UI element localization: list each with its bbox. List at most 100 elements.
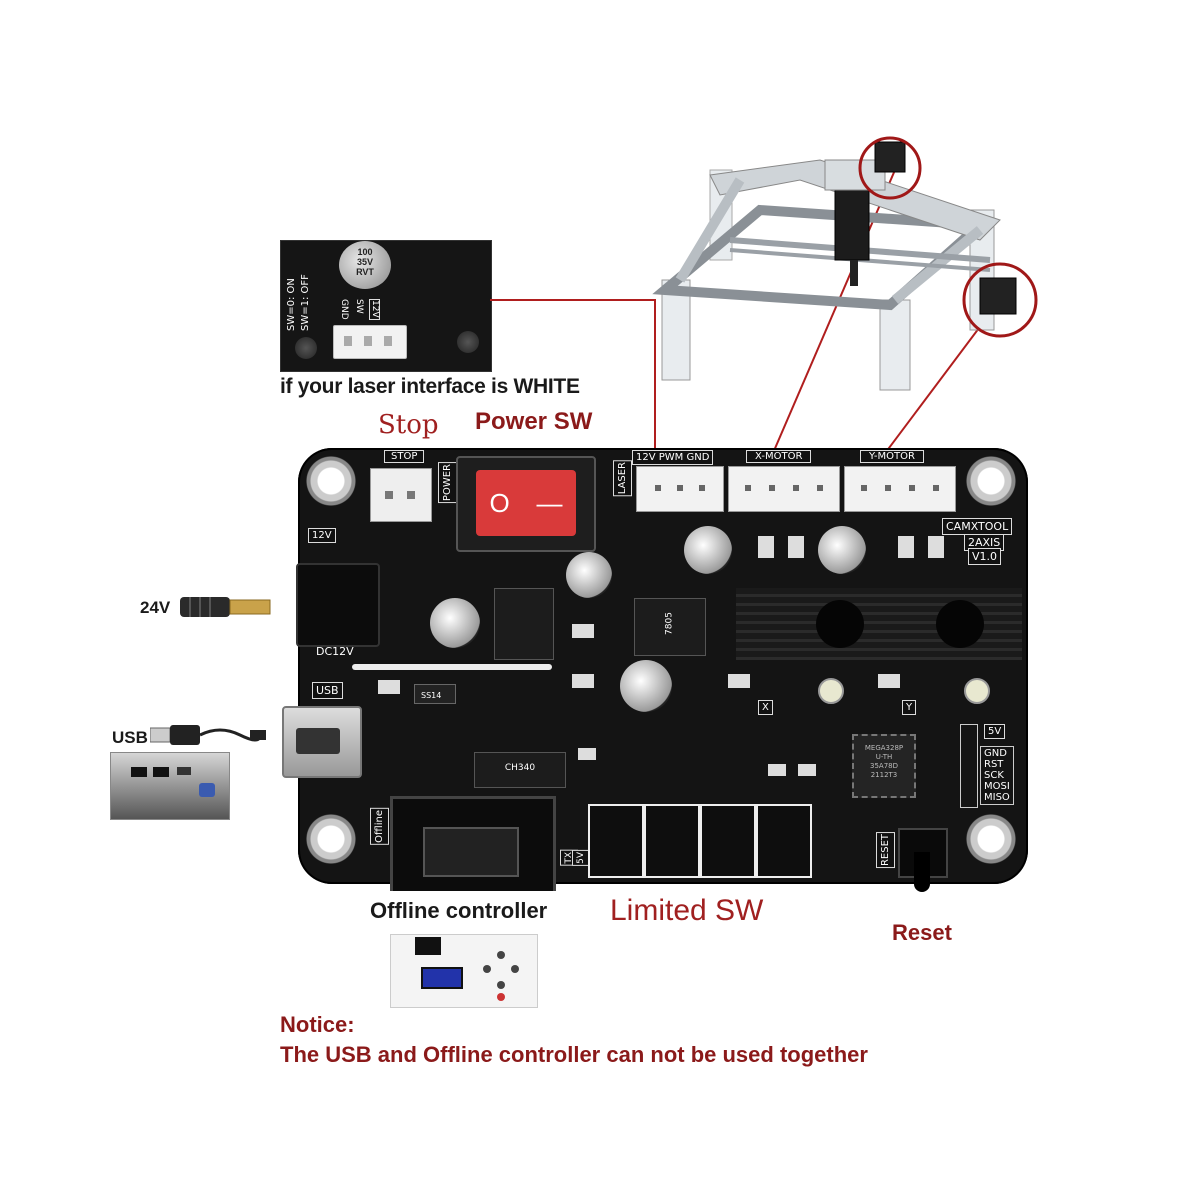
heatsink <box>736 588 1022 660</box>
mcu-chip: MEGA328P U-TH 35A78D 2112T3 <box>852 734 916 798</box>
capacitor <box>566 552 612 598</box>
isp-mosi: MOSI <box>984 781 1010 792</box>
silk-usb: USB <box>312 682 343 699</box>
limit-switch-connector-2[interactable] <box>644 804 700 878</box>
laser-nozzle <box>850 260 858 286</box>
frame-rail-back <box>709 159 1001 241</box>
controller-button-icon <box>511 965 519 973</box>
smd-component <box>378 680 400 694</box>
isp-gnd: GND <box>984 748 1007 759</box>
silk-brand: CAMXTOOL <box>942 518 1013 535</box>
usb-chip: CH340 <box>474 752 566 788</box>
smd-component <box>878 674 900 688</box>
stop-connector[interactable] <box>370 468 432 522</box>
smd-component <box>572 674 594 688</box>
isp-header[interactable] <box>960 724 978 808</box>
smd-component <box>578 748 596 760</box>
silk-dc12v: DC12V <box>316 645 354 658</box>
isp-pin-labels: GND RST SCK MOSI MISO <box>980 746 1014 805</box>
machine-leg <box>879 299 911 391</box>
laser-head <box>834 179 870 261</box>
smd-component <box>928 536 944 558</box>
mcu-line1: MEGA328P <box>864 744 904 752</box>
x-trimpot[interactable] <box>818 678 844 704</box>
smd-component <box>798 764 816 776</box>
silk-laser-pins: 12V PWM GND <box>632 450 714 465</box>
controller-connector <box>415 937 441 955</box>
controller-button-icon <box>497 951 505 959</box>
mcu-line3: 35A78D <box>870 762 898 770</box>
isp-miso: MISO <box>984 792 1010 803</box>
limit-switch-connector-1[interactable] <box>588 804 644 878</box>
switch-off-symbol: — <box>536 487 563 518</box>
cap-line2: 35V <box>356 257 373 267</box>
silk-laser: LASER <box>613 460 632 497</box>
limit-switch-connector-3[interactable] <box>700 804 756 878</box>
dc-power-jack[interactable] <box>296 563 380 647</box>
switch-on-symbol: O <box>489 487 510 518</box>
silk-stop: STOP <box>384 450 425 463</box>
dc-plug-icon <box>180 597 271 617</box>
white-laser-connector <box>333 325 407 359</box>
power-switch[interactable]: O — <box>456 456 596 552</box>
capacitor <box>430 598 480 648</box>
smd-component <box>572 624 594 638</box>
usb-callout: USB <box>112 728 148 747</box>
smd-component <box>768 764 786 776</box>
laser-engraver-machine <box>652 136 1038 391</box>
silk-12v: 12V <box>308 528 336 543</box>
side-rail <box>675 177 745 283</box>
silk-x: X <box>758 700 773 715</box>
controller-board: STOP POWER O — LASER 12V PWM GND X-MOTOR… <box>282 448 1028 892</box>
mcu-line4: 2112T3 <box>870 771 898 779</box>
silk-power: POWER <box>438 462 457 504</box>
x-motor <box>874 141 906 173</box>
limited-sw-callout: Limited SW <box>610 894 764 927</box>
isp-sck: SCK <box>984 770 1004 781</box>
power-switch-rocker[interactable]: O — <box>476 470 576 536</box>
y-motor-connector[interactable] <box>844 466 956 512</box>
mounting-hole <box>306 456 356 506</box>
limit-switch-connector-4[interactable] <box>756 804 812 878</box>
voltage-regulator <box>494 588 554 660</box>
smd-component <box>728 674 750 688</box>
x-motor-connector[interactable] <box>728 466 840 512</box>
silk-axis: 2AXIS <box>964 534 1005 551</box>
mounting-hole <box>966 456 1016 506</box>
cap-line1: 100 <box>357 247 373 257</box>
power-sw-callout: Power SW <box>475 408 593 435</box>
controller-button-icon <box>497 993 505 1001</box>
y-motor-highlight <box>962 262 1038 338</box>
silk-isp-5v: 5V <box>984 724 1006 739</box>
laser-connector[interactable] <box>636 466 724 512</box>
silk-reset: RESET <box>876 832 895 869</box>
pin-gnd: GND <box>339 299 349 320</box>
input-24v-callout: 24V <box>140 598 171 617</box>
y-motor <box>979 277 1017 315</box>
silk-offline: Offline <box>370 808 389 845</box>
notice-title: Notice: <box>280 1012 355 1037</box>
smd-component <box>758 536 774 558</box>
offline-controller-port[interactable] <box>390 796 556 891</box>
offline-controller-callout: Offline controller <box>370 898 548 923</box>
y-trimpot[interactable] <box>964 678 990 704</box>
offline-controller-thumbnail <box>390 934 538 1008</box>
usb-cable-icon <box>150 725 266 745</box>
reset-callout: Reset <box>892 920 952 945</box>
x-motor-highlight <box>858 136 922 200</box>
diode: SS14 <box>414 684 456 704</box>
reset-button[interactable] <box>898 828 948 892</box>
pin-sw: SW <box>354 299 364 314</box>
controller-button-icon <box>483 965 491 973</box>
machine-leg <box>661 279 691 381</box>
silk-y: Y <box>902 700 917 715</box>
usb-port[interactable] <box>282 706 362 778</box>
pin-12v: 12V <box>369 299 380 320</box>
controller-oled-screen <box>421 967 463 989</box>
capacitor <box>684 526 732 574</box>
regulator-label: 7805 <box>664 612 675 635</box>
pin-labels: GND SW 12V <box>339 299 380 320</box>
laser-interface-inset: SW=0: ON SW=1: OFF 100 35V RVT GND SW 12… <box>280 240 492 372</box>
mounting-hole <box>306 814 356 864</box>
mcu-line2: U-TH <box>875 753 893 761</box>
